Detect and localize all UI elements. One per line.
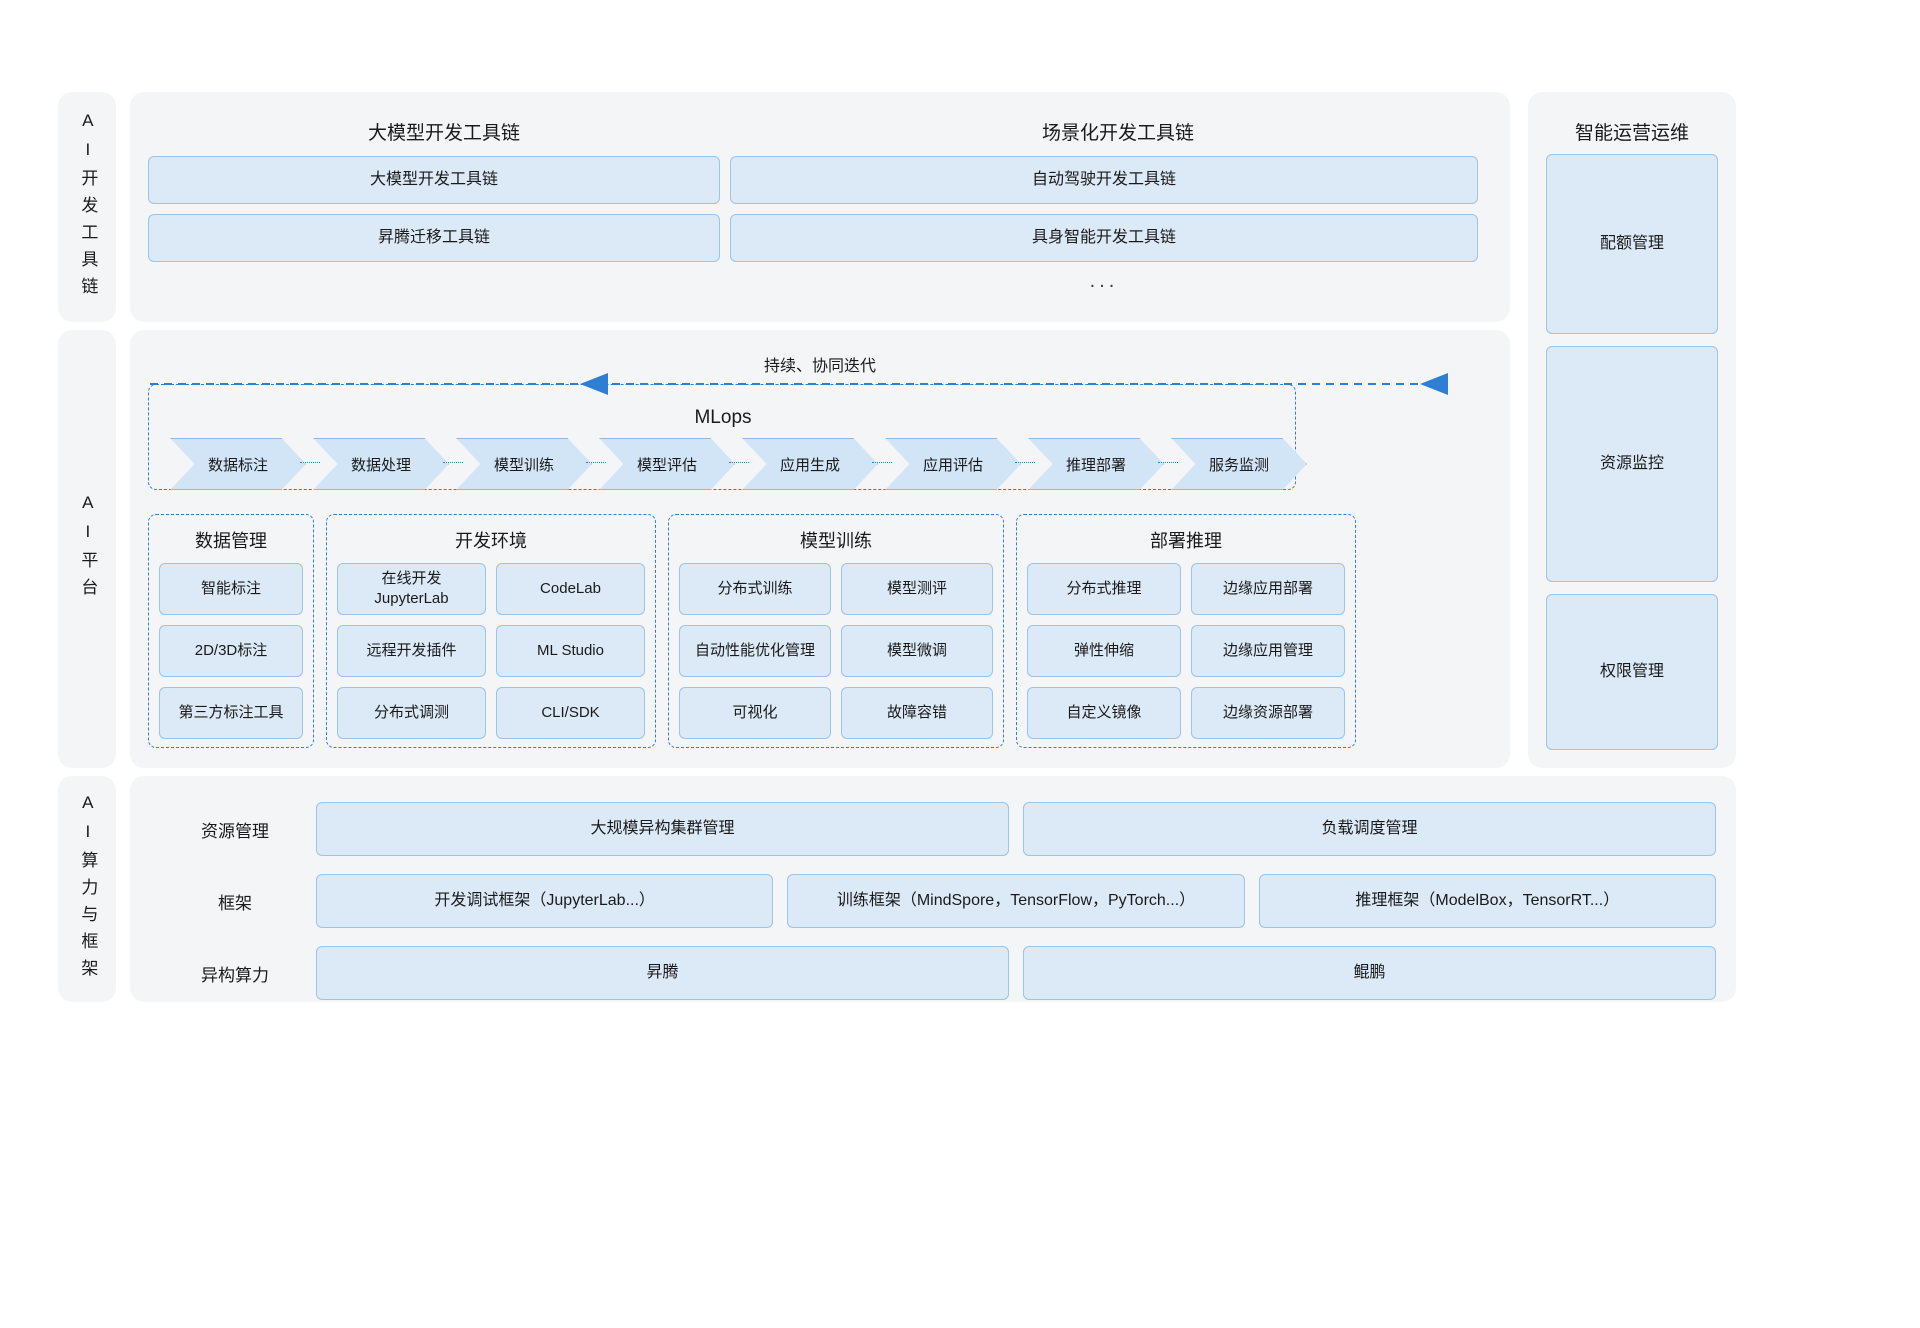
compute-row-label: 资源管理 <box>201 821 269 841</box>
platform-group-title: 模型训练 <box>800 531 872 551</box>
platform-item-chip[interactable]: 远程开发插件 <box>337 625 486 677</box>
ops-panel-title: 智能运营运维 <box>1574 123 1689 144</box>
layer-rail-platform-label: AI平台 <box>78 493 98 605</box>
ops-chip-resource-monitor[interactable]: 资源监控 <box>1546 346 1718 582</box>
platform-item-chip[interactable]: 边缘应用部署 <box>1191 563 1345 615</box>
compute-row-chips: 开发调试框架（JupyterLab...）训练框架（MindSpore，Tens… <box>316 874 1716 928</box>
compute-row-label: 框架 <box>218 893 252 913</box>
platform-group-model-training: 模型训练 分布式训练模型测评自动性能优化管理模型微调可视化故障容错 <box>668 514 1004 748</box>
mlops-title: MLops <box>694 407 752 428</box>
compute-item-chip[interactable]: 推理框架（ModelBox，TensorRT...） <box>1258 874 1716 928</box>
compute-row-label: 异构算力 <box>201 965 269 985</box>
pipeline-step[interactable]: 模型评估 <box>599 438 735 490</box>
toolchain-group-title-llm: 大模型开发工具链 <box>367 123 520 144</box>
pipeline-step[interactable]: 应用评估 <box>885 438 1021 490</box>
toolchain-chip-llm-1[interactable]: 大模型开发工具链 <box>148 156 720 204</box>
pipeline-step[interactable]: 推理部署 <box>1028 438 1164 490</box>
platform-panel: 持续、协同迭代 MLops 数据标注数据处理模型训练模型评估应用生成应用评估推理… <box>130 330 1510 768</box>
platform-item-chip[interactable]: 自定义镜像 <box>1027 687 1181 739</box>
platform-group-title: 数据管理 <box>195 531 267 551</box>
platform-group-deploy-inference: 部署推理 分布式推理边缘应用部署弹性伸缩边缘应用管理自定义镜像边缘资源部署 <box>1016 514 1356 748</box>
platform-item-chip[interactable]: 2D/3D标注 <box>159 625 303 677</box>
platform-item-chip[interactable]: ML Studio <box>496 625 645 677</box>
toolchain-chip-llm-2[interactable]: 昇腾迁移工具链 <box>148 214 720 262</box>
platform-item-chip[interactable]: 模型测评 <box>841 563 993 615</box>
pipeline-connector <box>1158 462 1178 464</box>
layer-rail-compute-label: AI算力与框架 <box>78 792 98 986</box>
platform-item-chip[interactable]: CLI/SDK <box>496 687 645 739</box>
platform-item-chip[interactable]: 分布式训练 <box>679 563 831 615</box>
compute-item-chip[interactable]: 训练框架（MindSpore，TensorFlow，PyTorch...） <box>787 874 1245 928</box>
platform-item-chip[interactable]: 故障容错 <box>841 687 993 739</box>
toolchain-panel: 大模型开发工具链 场景化开发工具链 大模型开发工具链 昇腾迁移工具链 自动驾驶开… <box>130 92 1510 322</box>
platform-group-grid: 智能标注 2D/3D标注第三方标注工具 <box>159 563 303 739</box>
pipeline-connector <box>872 462 892 464</box>
platform-group-grid: 分布式训练模型测评自动性能优化管理模型微调可视化故障容错 <box>679 563 993 739</box>
ops-chip-quota[interactable]: 配额管理 <box>1546 154 1718 334</box>
platform-item-chip[interactable]: 弹性伸缩 <box>1027 625 1181 677</box>
platform-item-chip[interactable]: 第三方标注工具 <box>159 687 303 739</box>
compute-item-chip[interactable]: 负载调度管理 <box>1023 802 1716 856</box>
toolchain-chip-scenario-1[interactable]: 自动驾驶开发工具链 <box>730 156 1478 204</box>
platform-item-chip[interactable]: CodeLab <box>496 563 645 615</box>
pipeline-step[interactable]: 模型训练 <box>456 438 592 490</box>
toolchain-chip-scenario-2[interactable]: 具身智能开发工具链 <box>730 214 1478 262</box>
layer-rail-toolchain: AI开发工具链 <box>58 92 116 322</box>
platform-item-chip[interactable]: 分布式调测 <box>337 687 486 739</box>
compute-item-chip[interactable]: 大规模异构集群管理 <box>316 802 1009 856</box>
compute-row-chips: 大规模异构集群管理负载调度管理 <box>316 802 1716 856</box>
mlops-container: MLops <box>148 384 1296 490</box>
pipeline-connector <box>729 462 749 464</box>
compute-item-chip[interactable]: 昇腾 <box>316 946 1009 1000</box>
pipeline-connector <box>1015 462 1035 464</box>
layer-rail-toolchain-label: AI开发工具链 <box>78 110 98 304</box>
compute-item-chip[interactable]: 鲲鹏 <box>1023 946 1716 1000</box>
platform-group-data-management: 数据管理 智能标注 2D/3D标注第三方标注工具 <box>148 514 314 748</box>
platform-group-title: 部署推理 <box>1150 531 1222 551</box>
platform-item-chip[interactable]: 边缘资源部署 <box>1191 687 1345 739</box>
pipeline-step[interactable]: 数据标注 <box>170 438 306 490</box>
platform-item-chip[interactable]: 分布式推理 <box>1027 563 1181 615</box>
pipeline-step[interactable]: 数据处理 <box>313 438 449 490</box>
platform-item-chip[interactable]: 智能标注 <box>159 563 303 615</box>
compute-item-chip[interactable]: 开发调试框架（JupyterLab...） <box>316 874 774 928</box>
toolchain-group-title-scenario: 场景化开发工具链 <box>1041 123 1194 144</box>
layer-rail-compute: AI算力与框架 <box>58 776 116 1002</box>
platform-item-chip[interactable]: 可视化 <box>679 687 831 739</box>
platform-group-grid: 分布式推理边缘应用部署弹性伸缩边缘应用管理自定义镜像边缘资源部署 <box>1027 563 1345 739</box>
ops-panel: 智能运营运维 配额管理 资源监控 权限管理 <box>1528 92 1736 768</box>
pipeline-step[interactable]: 服务监测 <box>1171 438 1307 490</box>
pipeline-step[interactable]: 应用生成 <box>742 438 878 490</box>
platform-item-chip[interactable]: 自动性能优化管理 <box>679 625 831 677</box>
iteration-label: 持续、协同迭代 <box>763 358 876 375</box>
platform-item-chip[interactable]: 边缘应用管理 <box>1191 625 1345 677</box>
platform-item-chip[interactable]: 模型微调 <box>841 625 993 677</box>
compute-row-heterogeneous: 异构算力 昇腾鲲鹏 <box>130 946 1736 1000</box>
pipeline-connector <box>586 462 606 464</box>
pipeline-connector <box>443 462 463 464</box>
compute-row-framework: 框架 开发调试框架（JupyterLab...）训练框架（MindSpore，T… <box>130 874 1736 928</box>
ops-chip-permission[interactable]: 权限管理 <box>1546 594 1718 750</box>
platform-group-title: 开发环境 <box>455 531 527 551</box>
compute-row-resource: 资源管理 大规模异构集群管理负载调度管理 <box>130 802 1736 856</box>
toolchain-more-ellipsis: ... <box>1089 270 1119 292</box>
compute-row-chips: 昇腾鲲鹏 <box>316 946 1716 1000</box>
compute-panel: 资源管理 大规模异构集群管理负载调度管理 框架 开发调试框架（JupyterLa… <box>130 776 1736 1002</box>
feedback-arrowhead-right <box>1420 373 1448 395</box>
pipeline-connector <box>300 462 320 464</box>
mlops-pipeline: 数据标注数据处理模型训练模型评估应用生成应用评估推理部署服务监测 <box>170 438 1310 490</box>
layer-rail-platform: AI平台 <box>58 330 116 768</box>
